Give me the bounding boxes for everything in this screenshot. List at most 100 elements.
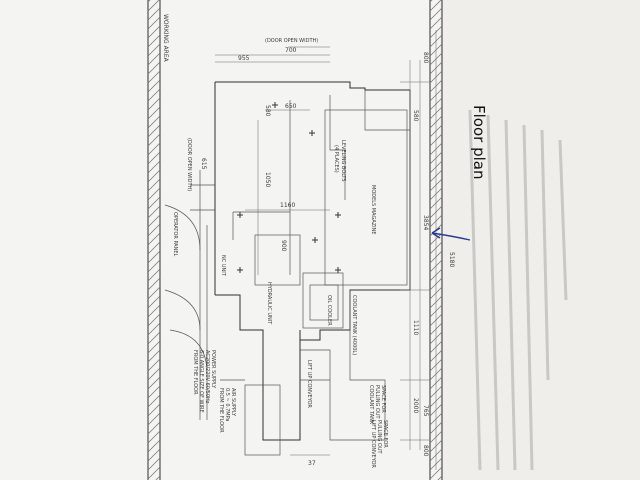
- lift-up-conveyor-label: LIFT UP CONVEYOR: [306, 360, 312, 408]
- dim-580b: 580: [264, 105, 271, 117]
- dim-2000: 2000: [412, 398, 419, 413]
- hatch-stroke: [147, 259, 161, 273]
- door-open-width-top: (DOOR OPEN WIDTH): [265, 38, 318, 44]
- bolt-marker: [335, 267, 341, 273]
- hatch-stroke: [147, 61, 161, 75]
- hatch-stroke: [147, 79, 161, 93]
- hatch-stroke: [147, 169, 161, 183]
- hatch-stroke: [147, 232, 161, 246]
- space-pulling-tank-3: COOLANT TANK: [368, 385, 374, 425]
- operator-panel-label: OPERATOR PANEL: [172, 212, 178, 256]
- oil-cooler-label: OIL COOLER: [326, 295, 332, 326]
- air-supply-line-1: AIR SUPPLY: [230, 388, 236, 417]
- machine-outline: [214, 81, 411, 456]
- hatch-stroke: [147, 124, 161, 138]
- space-pulling-conv-2: PULLING OUT: [376, 420, 382, 455]
- dim-1160: 1160: [280, 202, 295, 209]
- hatch-stroke: [147, 304, 161, 318]
- hatch-stroke: [147, 250, 161, 264]
- hatch-stroke: [429, 466, 443, 480]
- paper-right-margin: [440, 0, 640, 480]
- hatch-stroke: [147, 160, 161, 174]
- hatch-stroke: [147, 286, 161, 300]
- hatch-stroke: [147, 151, 161, 165]
- coolant-tank-label: COOLANT TANK (4000L): [351, 295, 357, 355]
- dim-955: 955: [238, 55, 250, 62]
- hatch-stroke: [147, 52, 161, 66]
- door-swings: [164, 170, 215, 420]
- hatch-stroke: [155, 475, 161, 480]
- hatch-stroke: [147, 439, 161, 453]
- power-supply-line-3: 6-0 ANGLE SIZE OF WIRE: [198, 350, 204, 413]
- hatch-stroke: [147, 133, 161, 147]
- hatch-stroke: [147, 349, 161, 363]
- hatch-stroke: [147, 43, 161, 57]
- pen-arrow-annotation: [431, 227, 471, 241]
- bolt-marker: [309, 130, 315, 136]
- air-supply-line-3: FROM THE FLOOR: [218, 388, 224, 433]
- hatch-stroke: [147, 142, 161, 156]
- hatch-stroke: [147, 0, 160, 12]
- bolt-marker: [312, 237, 318, 243]
- top-dimensions: 700 955 (DOOR OPEN WIDTH): [215, 38, 330, 63]
- hatch-stroke: [147, 385, 161, 399]
- hatch-stroke: [147, 25, 161, 39]
- dim-650: 650: [285, 103, 297, 110]
- hatch-stroke: [147, 403, 161, 417]
- hatch-stroke: [147, 7, 161, 21]
- dim-800-bottom: 800: [422, 445, 429, 457]
- dim-615: 615: [200, 158, 207, 170]
- hatch-stroke: [147, 268, 161, 282]
- bleed-through-text: [468, 109, 568, 471]
- hatch-stroke: [147, 466, 161, 480]
- hatch-stroke: [429, 0, 442, 12]
- working-area-label: WORKING AREA: [162, 14, 169, 63]
- bolt-marker: [237, 212, 243, 218]
- dim-37: 37: [308, 460, 316, 467]
- hatch-stroke: [429, 7, 443, 21]
- hatch-stroke: [147, 106, 161, 120]
- hatch-stroke: [437, 475, 443, 480]
- component-labels: (DOOR OPEN WIDTH) LEVELING BOLTS (4 PLAC…: [172, 138, 388, 468]
- leveling-bolts-qty: (4 PLACES): [333, 145, 339, 173]
- dim-5180: 5180: [448, 252, 455, 267]
- models-magazine-label: MODELS MAGAZINE: [370, 185, 376, 235]
- power-supply-line-2: AC200/220V 60/50Hz: [204, 350, 210, 404]
- hatch-stroke: [147, 178, 161, 192]
- dim-3854: 3854: [422, 215, 429, 230]
- dim-1110: 1110: [412, 320, 419, 335]
- hatch-stroke: [147, 331, 161, 345]
- bolt-marker: [272, 102, 278, 108]
- hatch-stroke: [147, 241, 161, 255]
- space-pulling-conv-1: SPACE FOR: [382, 420, 388, 448]
- floor-plan-caption: Floor plan: [470, 105, 488, 179]
- hatch-stroke: [147, 205, 161, 219]
- hatch-stroke: [147, 187, 161, 201]
- door-open-width-left: (DOOR OPEN WIDTH): [186, 138, 192, 191]
- hatch-stroke: [147, 394, 161, 408]
- hatch-stroke: [147, 70, 161, 84]
- dim-580: 580: [412, 110, 419, 122]
- hatch-stroke: [147, 367, 161, 381]
- hatch-stroke: [147, 223, 161, 237]
- hatch-stroke: [147, 16, 161, 30]
- hatch-stroke: [147, 115, 161, 129]
- hatch-stroke: [147, 358, 161, 372]
- hatch-stroke: [147, 457, 161, 471]
- hatch-stroke: [147, 196, 161, 210]
- hydraulic-unit-label: HYDRAULIC UNIT: [266, 282, 272, 325]
- leveling-bolts-label: LEVELING BOLTS: [340, 140, 346, 182]
- power-supply-line-4: FROM THE FLOOR: [192, 350, 198, 395]
- hatch-stroke: [147, 277, 161, 291]
- hatch-stroke: [147, 322, 161, 336]
- air-supply-line-2: 0.5 ~ 0.7MPa: [224, 388, 230, 421]
- nc-unit-label: NC UNIT: [220, 255, 226, 277]
- leveling-bolt-markers: [237, 102, 341, 273]
- hatch-stroke: [147, 376, 161, 390]
- hatch-stroke: [147, 34, 161, 48]
- hatch-stroke: [429, 16, 443, 30]
- power-supply-line-1: POWER SUPPLY: [210, 350, 216, 389]
- bolt-marker: [237, 267, 243, 273]
- dim-700: 700: [285, 47, 297, 54]
